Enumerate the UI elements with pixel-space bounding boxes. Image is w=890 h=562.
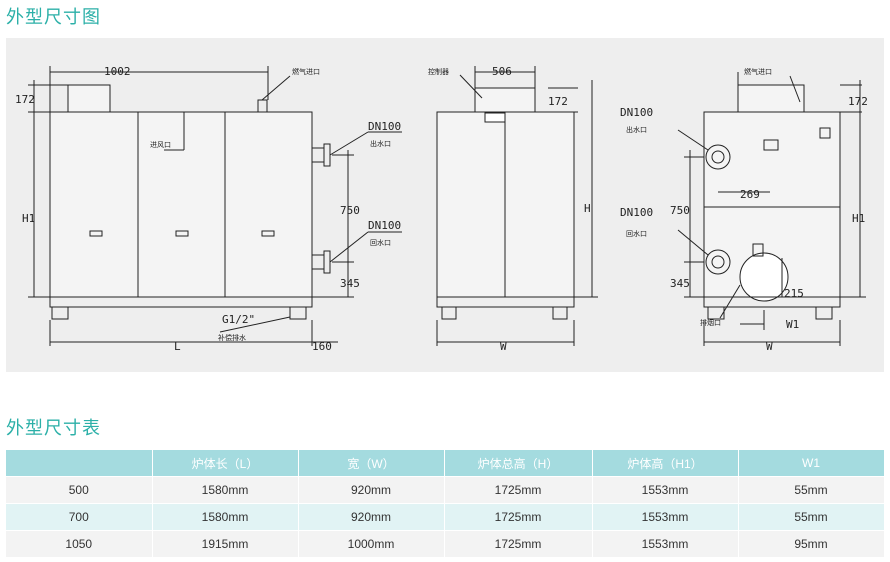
table-header-w1: W1 bbox=[738, 450, 885, 477]
dim-front-172: 172 bbox=[15, 93, 35, 106]
table-cell: 1725mm bbox=[444, 530, 593, 557]
dim-back-w: W bbox=[766, 340, 773, 353]
dim-side-w: W bbox=[500, 340, 507, 353]
table-header-total-height: 炉体总高（H） bbox=[444, 450, 593, 477]
dim-back-w1: W1 bbox=[786, 318, 799, 331]
table-cell: 1553mm bbox=[592, 476, 739, 504]
table-cell: 55mm bbox=[738, 503, 885, 531]
dim-back-750: 750 bbox=[670, 204, 690, 217]
dim-side-172: 172 bbox=[548, 95, 568, 108]
dimension-table: 炉体长（L） 宽（W） 炉体总高（H） 炉体高（H1） W1 500 1580m… bbox=[6, 450, 885, 557]
label-air-inlet: 进风口 bbox=[150, 141, 171, 149]
table-header-body-height: 炉体高（H1） bbox=[592, 450, 739, 477]
table-cell: 95mm bbox=[738, 530, 885, 557]
table-cell: 500 bbox=[6, 476, 153, 504]
table-cell: 920mm bbox=[298, 476, 445, 504]
dim-front-h1: H1 bbox=[22, 212, 35, 225]
label-drain: 补偿排水 bbox=[218, 333, 246, 342]
front-view bbox=[28, 66, 402, 346]
side-view bbox=[436, 66, 598, 346]
table-cell: 700 bbox=[6, 503, 153, 531]
table-cell: 1050 bbox=[6, 530, 153, 557]
dim-front-750: 750 bbox=[340, 204, 360, 217]
label-water-inlet: 回水口 bbox=[370, 238, 391, 247]
dim-back-345: 345 bbox=[670, 277, 690, 290]
label-gas-inlet: 燃气进口 bbox=[292, 67, 320, 76]
dim-back-h1: H1 bbox=[852, 212, 865, 225]
table-cell: 920mm bbox=[298, 503, 445, 531]
dimension-table-title: 外型尺寸表 bbox=[6, 418, 101, 438]
table-cell: 1915mm bbox=[152, 530, 299, 557]
table-cell: 1725mm bbox=[444, 476, 593, 504]
label-controller: 控制器 bbox=[428, 67, 449, 76]
table-cell: 1580mm bbox=[152, 503, 299, 531]
label-back-dn-inlet: DN100 bbox=[620, 206, 653, 219]
table-cell: 1000mm bbox=[298, 530, 445, 557]
outline-drawing-title: 外型尺寸图 bbox=[6, 7, 101, 27]
table-cell: 1553mm bbox=[592, 530, 739, 557]
table-header-length: 炉体长（L） bbox=[152, 450, 299, 477]
label-back-water-inlet: 回水口 bbox=[626, 229, 647, 238]
label-back-dn-outlet: DN100 bbox=[620, 106, 653, 119]
dim-front-width: 1002 bbox=[104, 65, 131, 78]
table-row: 700 1580mm 920mm 1725mm 1553mm 55mm bbox=[6, 503, 885, 531]
table-header-row: 炉体长（L） 宽（W） 炉体总高（H） 炉体高（H1） W1 bbox=[6, 450, 885, 477]
table-row: 500 1580mm 920mm 1725mm 1553mm 55mm bbox=[6, 476, 885, 504]
dim-side-506: 506 bbox=[492, 65, 512, 78]
label-exhaust: 排烟口 bbox=[700, 318, 721, 327]
label-back-water-outlet: 出水口 bbox=[626, 125, 647, 134]
label-dn-inlet: DN100 bbox=[368, 219, 401, 232]
outline-drawing: 1002 172 H1 燃气进口 进风口 DN100 出水口 750 DN100… bbox=[6, 38, 884, 372]
table-cell: 1553mm bbox=[592, 503, 739, 531]
dim-back-215: 215 bbox=[784, 287, 804, 300]
table-cell: 1580mm bbox=[152, 476, 299, 504]
label-water-outlet: 出水口 bbox=[370, 139, 391, 148]
table-cell: 1725mm bbox=[444, 503, 593, 531]
dim-back-269: 269 bbox=[740, 188, 760, 201]
table-header-width: 宽（W） bbox=[298, 450, 445, 477]
label-back-gas-inlet: 燃气进口 bbox=[744, 67, 772, 76]
table-row: 1050 1915mm 1000mm 1725mm 1553mm 95mm bbox=[6, 530, 885, 557]
dim-back-172: 172 bbox=[848, 95, 868, 108]
dim-front-160: 160 bbox=[312, 340, 332, 353]
label-dn-outlet: DN100 bbox=[368, 120, 401, 133]
table-cell: 55mm bbox=[738, 476, 885, 504]
table-header-model bbox=[6, 450, 153, 477]
dim-side-h: H bbox=[584, 202, 591, 215]
label-g12: G1/2" bbox=[222, 313, 255, 326]
dim-front-l: L bbox=[174, 340, 181, 353]
back-view bbox=[677, 72, 866, 346]
dim-front-345: 345 bbox=[340, 277, 360, 290]
